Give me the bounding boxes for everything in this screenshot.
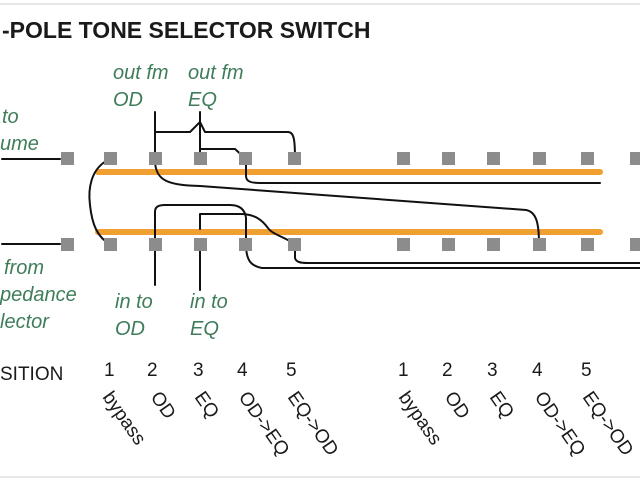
position-number: 2 [147,360,158,381]
position-number: 2 [442,360,453,381]
in-to-eq-label-line2: EQ [190,318,219,340]
pin [239,152,252,165]
out-fm-eq-label-line2: EQ [188,89,217,111]
pin [487,152,500,165]
pin [288,152,301,165]
pin [442,238,455,251]
pin [149,238,162,251]
mode-label: bypass [394,388,446,449]
end-loop-wire [88,158,111,245]
position-number: 5 [286,360,297,381]
position-number: 4 [237,360,248,381]
position-number: 1 [104,360,115,381]
mode-labels-right: bypass OD EQ OD->EQ EQ->OD [394,388,637,460]
mode-label: EQ->OD [283,388,342,460]
pin [533,152,546,165]
mode-label: bypass [98,388,150,449]
position-number: 3 [193,360,204,381]
pin [194,152,207,165]
pin [104,238,117,251]
in-to-od-label-line1: in to [115,291,153,313]
from-label-line3: lector [0,311,50,333]
position-header: SITION [0,364,63,385]
lower-run-wire-2 [294,243,640,264]
mode-label: EQ [190,388,223,423]
pin [397,238,410,251]
mode-label: EQ [485,388,518,423]
switch-pins [61,152,640,251]
diagram-title: -POLE TONE SELECTOR SWITCH [2,17,370,43]
position-number: 1 [398,360,409,381]
pin [194,238,207,251]
out-fm-od-label-line2: OD [113,89,143,111]
out-fm-od-label-line1: out fm [113,62,169,84]
in-to-od-label-line2: OD [115,318,145,340]
pin [239,238,252,251]
cross-wire [199,213,296,245]
from-label-line1: from [4,257,44,279]
pin [61,238,74,251]
pin [442,152,455,165]
position-numbers-left: 1 2 3 4 5 [104,360,297,381]
from-label-line2: pedance [0,284,77,306]
pin [288,238,301,251]
pin [487,238,500,251]
mode-label: OD [146,388,180,423]
od-out-wire [154,111,540,245]
pin [104,152,117,165]
position-numbers-right: 1 2 3 4 5 [398,360,592,381]
pin [630,152,640,165]
pin [630,238,640,251]
jumper-top-wire [154,121,296,160]
to-volume-label-line2: ume [0,133,39,155]
mode-labels-left: bypass OD EQ OD->EQ EQ->OD [98,388,342,460]
mode-label: OD [440,388,474,423]
pin [61,152,74,165]
pin [397,152,410,165]
pin [581,238,594,251]
position-number: 5 [581,360,592,381]
pin [149,152,162,165]
to-volume-label-line1: to [2,106,19,128]
in-to-eq-label-line1: in to [190,291,228,313]
position-number: 3 [487,360,498,381]
position-number: 4 [532,360,543,381]
pin [581,152,594,165]
pin [533,238,546,251]
lower-jumper-wire [154,204,247,245]
wiring [1,111,640,291]
out-fm-eq-label-line1: out fm [188,62,244,84]
